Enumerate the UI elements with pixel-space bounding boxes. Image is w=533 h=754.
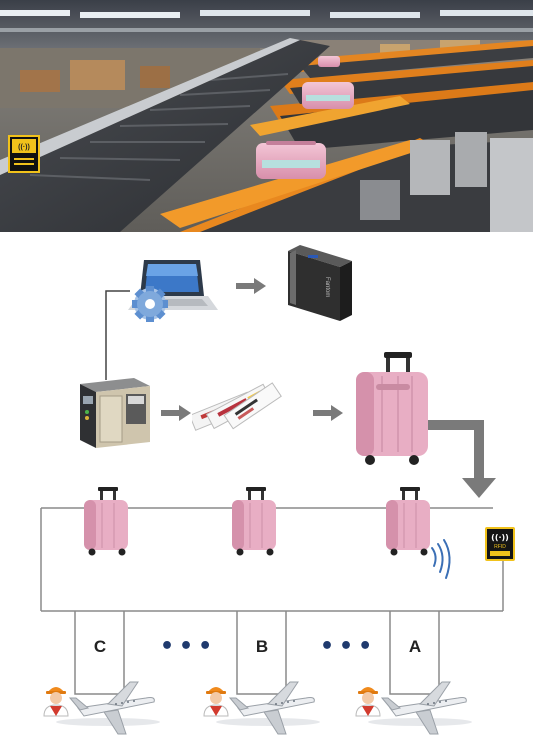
arrow-suitcase-to-belt <box>428 420 496 498</box>
gate-b-worker-airplane <box>203 681 320 735</box>
airplane-icon <box>368 681 472 735</box>
rfid-reader-icon: ((·)) RFID <box>485 527 515 561</box>
label-printer-icon <box>80 378 150 448</box>
airport-baggage-conveyor-photo: ((·)) <box>0 0 533 232</box>
rfid-signal-waves <box>431 539 451 579</box>
airport-worker-icon <box>43 687 69 717</box>
storage-brand-label: Fantom <box>324 277 330 297</box>
arrow-tags-to-suitcase <box>313 405 343 421</box>
rfid-baggage-tags-icon <box>192 382 282 431</box>
arrow-printer-to-tags <box>161 405 191 421</box>
airplane-icon <box>56 681 160 735</box>
airport-worker-icon <box>203 687 229 717</box>
gate-box-c <box>74 611 125 695</box>
belt-suitcase-c <box>84 487 128 556</box>
gate-label-c: C <box>93 637 107 656</box>
ellipsis-separator-right: ••• <box>320 634 378 659</box>
arrow-computer-to-storage <box>236 278 266 294</box>
svg-text:((·)): ((·)) <box>18 144 30 151</box>
belt-suitcase-a <box>386 487 430 556</box>
gate-a-worker-airplane <box>355 681 472 735</box>
external-hard-drive-icon: Fantom <box>288 245 352 321</box>
ellipsis-separator-left: ••• <box>160 634 218 659</box>
belt-suitcase-b <box>232 487 276 556</box>
airplane-icon <box>216 681 320 735</box>
svg-text:((·)): ((·)) <box>491 533 509 542</box>
gate-box-a <box>389 611 440 695</box>
gate-label-a: A <box>408 637 422 656</box>
rfid-tag-label: RFID <box>494 544 506 550</box>
gate-box-b <box>236 611 287 695</box>
airport-worker-icon <box>355 687 381 717</box>
laptop-with-gear-icon <box>128 260 218 322</box>
pink-suitcase-icon <box>356 352 428 465</box>
gate-label-b: B <box>255 637 269 656</box>
gate-c-worker-airplane <box>43 681 160 735</box>
computer-printer-connector <box>105 290 130 380</box>
